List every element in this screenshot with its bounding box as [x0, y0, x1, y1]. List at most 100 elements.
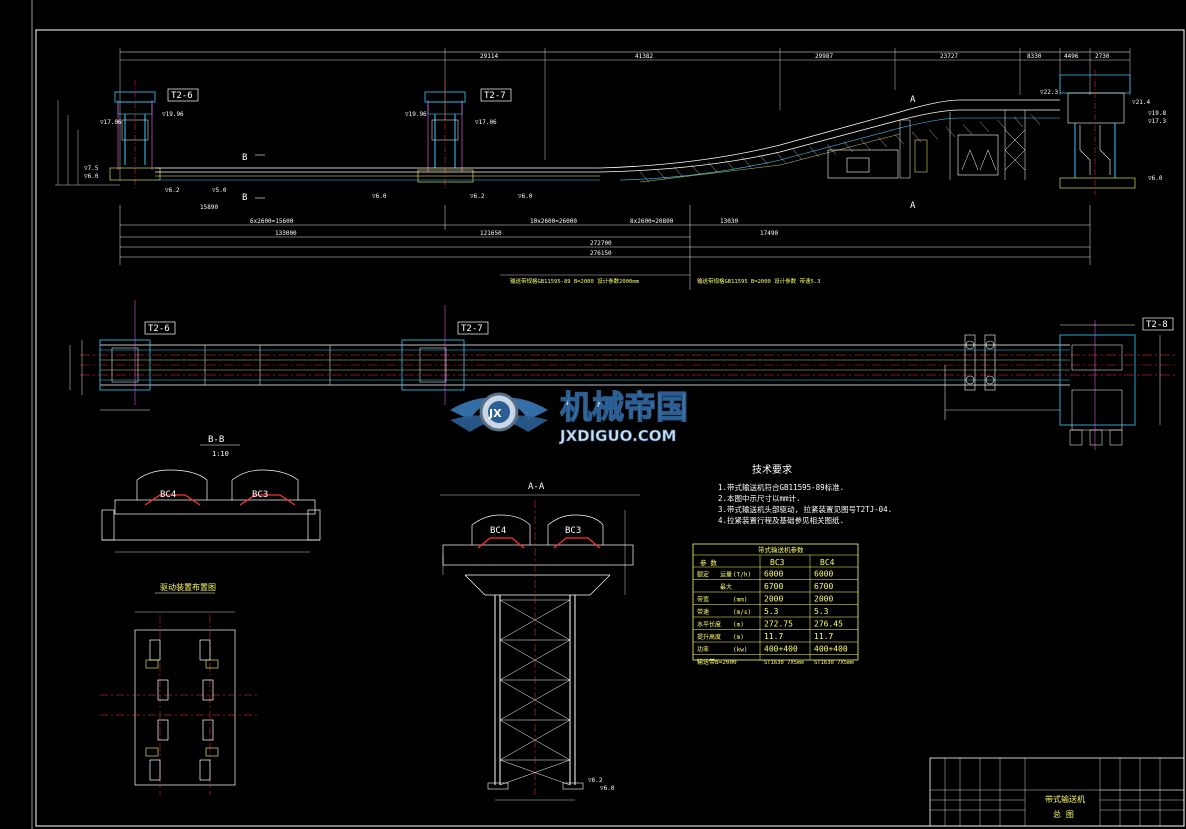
- bottom-dim-6: 133000: [275, 230, 297, 237]
- bottom-dim-4: 13030: [720, 218, 738, 225]
- truss-member: [962, 124, 973, 135]
- tech-item-3: 3.带式输送机头部驱动, 拉紧装置见图号T2TJ-04.: [718, 504, 892, 514]
- table-cell-bc3: 6000: [764, 570, 783, 579]
- table-cell-unit: (m): [733, 634, 744, 641]
- bottom-dim-9: 276150: [590, 250, 612, 257]
- table-cell-bc3: 6700: [764, 582, 783, 591]
- bottom-dim-8: 272700: [590, 240, 612, 247]
- table-cell-bc4: 6000: [814, 570, 833, 579]
- aa-elev: ▽6.2: [588, 777, 603, 784]
- truss-member: [707, 161, 718, 173]
- tag-t27-plan: T2-7: [461, 324, 483, 334]
- truss-member: [979, 121, 990, 133]
- truss-member: [639, 171, 650, 183]
- watermark-cn: 机械帝国: [560, 388, 688, 426]
- table-cell-unit: (T/h): [733, 572, 751, 579]
- technical-requirements: 技术要求 1.带式输送机符合GB11595-89标准. 2.本图中示尺寸以mm计…: [718, 463, 892, 525]
- table-cell-bc4: 5.3: [814, 607, 829, 616]
- gallery-truss: [639, 114, 1041, 183]
- truss-member: [690, 164, 701, 175]
- title-name: 带式输送机: [1045, 794, 1085, 804]
- tech-item-4: 4.拉紧装置行程及基础参见相关图纸.: [718, 515, 844, 525]
- table-cell-label: 带速: [697, 608, 709, 616]
- top-dim-4: 23727: [940, 53, 958, 60]
- watermark: JX 机械帝国 JXDIGUO.COM: [450, 387, 689, 445]
- truss-member: [809, 146, 820, 158]
- section-bb: B-B 1:10 BC4 BC3: [101, 435, 321, 553]
- top-dim-7: 2730: [1095, 53, 1110, 60]
- table-cell-unit: (kw): [733, 647, 747, 654]
- elev-4: ▽6.0: [84, 173, 99, 180]
- table-cell-label: 额定: [697, 571, 709, 579]
- tech-title: 技术要求: [752, 463, 792, 476]
- truss-member: [1030, 114, 1041, 125]
- top-dim-1: 29114: [480, 53, 498, 60]
- drawing-frame: [35, 29, 1185, 827]
- table-cell-bc4: 11.7: [814, 632, 833, 641]
- aa-bc3: BC3: [565, 526, 581, 536]
- plan-view: T2-6 T2-7 T2-8: [69, 300, 1175, 450]
- top-dim-3: 29987: [815, 53, 833, 60]
- elev-9: ▽22.3: [1040, 89, 1058, 96]
- tag-t26-plan: T2-6: [148, 324, 170, 334]
- truss-member: [894, 134, 905, 145]
- elevation-view: 29114 41382 29987 23727 8330 4496 2730 T…: [55, 48, 1166, 290]
- table-cell-sub: 最大: [720, 583, 732, 591]
- elev-8: ▽17.06: [475, 119, 497, 126]
- truss-member: [724, 159, 735, 170]
- table-cell-label: 水平长度: [697, 621, 721, 629]
- elev-11: ▽19.8: [1148, 110, 1166, 117]
- watermark-logo: JX: [488, 407, 502, 420]
- tag-t28: T2-8: [1146, 320, 1168, 330]
- table-header-bc3: BC3: [770, 558, 785, 567]
- truss-member: [792, 149, 803, 160]
- elev-16: ▽6.0: [518, 193, 533, 200]
- top-dim-5: 8330: [1027, 53, 1042, 60]
- table-cell-unit: (m/s): [733, 609, 751, 616]
- table-cell-bc3: 272.75: [764, 620, 793, 629]
- tag-t27-plan-box: [457, 321, 489, 335]
- aa-bc4: BC4: [490, 526, 506, 536]
- tag-t26-plan-box: [144, 321, 176, 335]
- note-right: 输送带规格GB11595 B=2000 设计参数 带速5.3: [697, 277, 820, 285]
- table-cell-bc3: 5.3: [764, 607, 779, 616]
- tag-t26: T2-6: [171, 91, 193, 101]
- truss-member: [996, 119, 1007, 130]
- tech-item-1: 1.带式输送机符合GB11595-89标准.: [718, 482, 844, 492]
- tag-t27: T2-7: [484, 91, 506, 101]
- elev-5: ▽6.2: [165, 187, 180, 194]
- elev-15: ▽6.2: [470, 193, 485, 200]
- cut-b-bottom: B: [242, 193, 247, 203]
- tag-t28-box: [1142, 317, 1174, 331]
- truss-member: [877, 136, 888, 148]
- elev-14: ▽6.0: [372, 193, 387, 200]
- title-block: 带式输送机 总 图: [929, 757, 1185, 827]
- elev-6: ▽5.0: [212, 187, 227, 194]
- note-left: 输送带规格GB11595-89 B=2000 设计参数2000mm: [510, 277, 640, 285]
- table-cell-unit: (mm): [733, 597, 747, 604]
- truss-member: [775, 151, 786, 163]
- bb-bc4: BC4: [160, 490, 176, 500]
- table-cell-sub: 运量: [720, 571, 732, 579]
- cut-a-top: A: [910, 95, 916, 105]
- transfer-tower-t27: [417, 80, 474, 190]
- truss-member: [741, 156, 752, 168]
- tech-item-2: 2.本图中示尺寸以mm计.: [718, 493, 801, 503]
- table-cell-label: 带宽: [697, 596, 709, 604]
- table-cell-bc4: ST1630 7X5mm: [814, 660, 854, 666]
- watermark-en: JXDIGUO.COM: [559, 427, 676, 445]
- title-sheet: 总 图: [1053, 809, 1074, 819]
- truss-member: [843, 141, 854, 153]
- table-cell-label: 输送带B=2000: [697, 658, 737, 666]
- truss-member: [911, 131, 922, 143]
- bottom-dim-2: 10x2600=26000: [530, 218, 577, 225]
- bottom-dim-3: 8x2600=20800: [630, 218, 674, 225]
- cut-b-top: B: [242, 153, 247, 163]
- drive-layout: 驱动装置布置图: [100, 582, 260, 795]
- bottom-dim-10: 121650: [480, 230, 502, 237]
- truss-member: [860, 139, 871, 150]
- elev-7: ▽19.96: [405, 111, 427, 118]
- inclined-gallery: [599, 99, 1060, 183]
